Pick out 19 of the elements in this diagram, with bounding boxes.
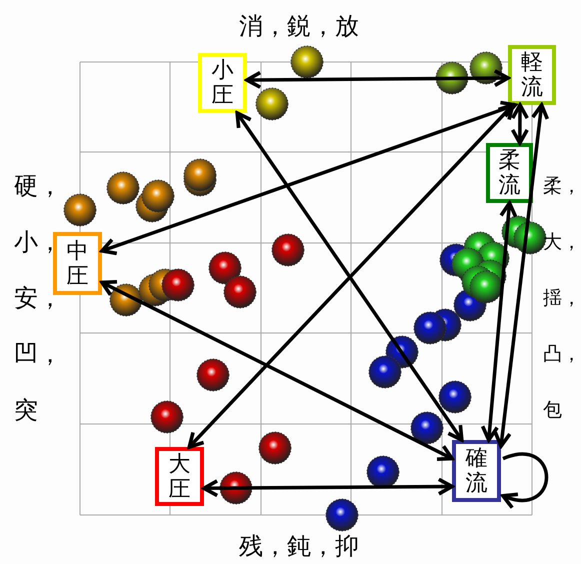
arrow [493, 103, 550, 448]
arrow [480, 201, 518, 442]
axis-label: 柔，大，揺，凸，包 [543, 174, 581, 423]
label-box: 確流 [452, 440, 501, 502]
label-box: 中圧 [53, 232, 102, 295]
label-box: 軽流 [508, 45, 556, 105]
arrow [187, 103, 515, 449]
arrow [245, 68, 510, 90]
arrow [235, 111, 464, 442]
arrow [100, 100, 518, 256]
arrow [202, 477, 454, 498]
arrow [501, 452, 548, 508]
arrow [510, 103, 530, 145]
axis-label: 残，鈍，抑 [239, 531, 359, 562]
label-box: 大圧 [155, 447, 204, 506]
label-box: 小圧 [198, 53, 247, 113]
arrow [100, 280, 454, 462]
label-box: 柔流 [486, 143, 533, 203]
axis-label: 消，鋭，放 [239, 11, 359, 42]
